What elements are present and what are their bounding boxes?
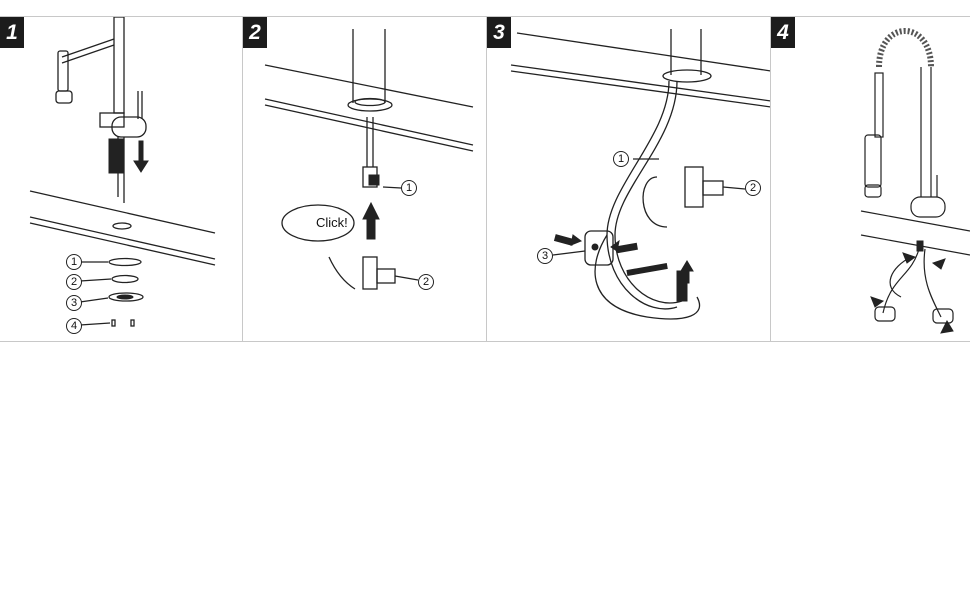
step-number-badge: 4 <box>771 17 795 48</box>
step-2-panel: 2 Click! 1 2 <box>243 16 487 342</box>
step-4-illustration <box>860 28 970 334</box>
callout-1: 1 <box>401 180 417 196</box>
callout-2: 2 <box>66 274 82 290</box>
step-1-panel: 1 1 2 3 4 <box>0 16 243 342</box>
callout-2: 2 <box>745 180 761 196</box>
click-bubble-text: Click! <box>316 215 348 230</box>
step-2-illustration <box>264 29 474 290</box>
callout-1: 1 <box>613 151 629 167</box>
step-3-panel: 3 1 2 3 <box>487 16 771 342</box>
step-3-illustration <box>510 29 770 320</box>
callout-3: 3 <box>66 295 82 311</box>
step-4-panel: 4 <box>771 16 970 342</box>
callout-1: 1 <box>66 254 82 270</box>
step-number-badge: 3 <box>487 17 511 48</box>
step-1-illustration <box>29 17 216 327</box>
callout-4: 4 <box>66 318 82 334</box>
callout-2: 2 <box>418 274 434 290</box>
step-number-badge: 1 <box>0 17 24 48</box>
callout-3: 3 <box>537 248 553 264</box>
step-number-badge: 2 <box>243 17 267 48</box>
installation-steps-strip: 1 1 2 3 4 <box>0 16 970 342</box>
